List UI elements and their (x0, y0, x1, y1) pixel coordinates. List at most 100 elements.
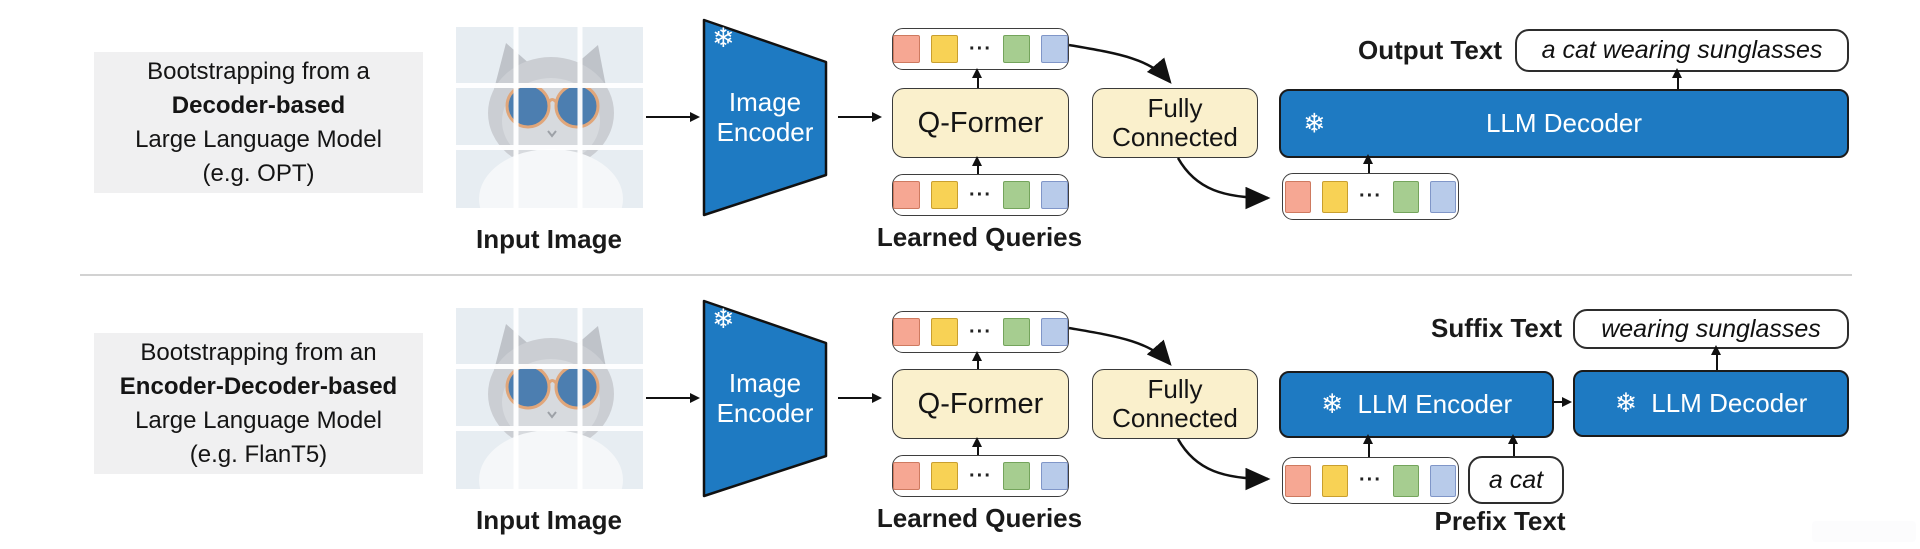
image-encoder-trapezoid (702, 18, 828, 217)
llm-decoder-label: LLM Decoder (1485, 108, 1643, 138)
qformer-label: Q-Former (917, 387, 1044, 420)
ellipsis: ··· (1359, 185, 1382, 207)
arrow-llm-encoder-to-decoder (1552, 396, 1572, 407)
qformer-label: Q-Former (917, 106, 1044, 139)
arrow-decoder-to-output (1672, 68, 1683, 89)
arrow-qformer-to-output-queries (972, 68, 983, 88)
query-token-yellow (931, 462, 958, 490)
caption-line: Bootstrapping from a (147, 57, 370, 85)
query-token-green (1392, 464, 1419, 497)
caption-encoder-decoder-based: Bootstrapping from an Encoder-Decoder-ba… (94, 333, 423, 474)
query-token-yellow (1322, 464, 1348, 497)
arrow-queries-to-qformer (972, 156, 983, 174)
caption-line: (e.g. FlanT5) (189, 440, 328, 468)
arrow-queries-to-decoder (1363, 154, 1374, 173)
suffix-text-value: wearing sunglasses (1601, 314, 1821, 343)
fully-connected-box: Fully Connected (1092, 88, 1258, 158)
ellipsis: ··· (1359, 469, 1382, 491)
query-token-blue (1040, 318, 1068, 346)
arrow-image-to-encoder (646, 392, 700, 403)
query-token-salmon (893, 35, 920, 63)
arrow-encoder-to-qformer (838, 111, 882, 122)
ellipsis: ··· (969, 37, 992, 60)
arrow-queries-to-qformer (972, 437, 983, 455)
caption-line: Large Language Model (135, 125, 382, 153)
snowflake-icon: ❄ (1614, 388, 1638, 418)
output-text-label: Output Text (1358, 35, 1502, 65)
query-token-blue (1040, 35, 1068, 63)
arrow-image-to-encoder (646, 111, 700, 122)
cat-photo (456, 27, 643, 249)
learned-queries-label: Learned Queries (876, 503, 1083, 533)
arrow-queries-to-llm-encoder (1363, 434, 1374, 457)
query-token-salmon (893, 318, 920, 346)
arrow-decoder-to-suffix (1711, 345, 1722, 370)
learned-queries-label: Learned Queries (876, 222, 1083, 252)
caption-line: (e.g. OPT) (202, 159, 315, 187)
input-image-label: Input Image (476, 224, 622, 254)
query-token-yellow (931, 318, 958, 346)
projected-query-tokens: ··· (1282, 173, 1459, 220)
snowflake-icon: ❄ (712, 304, 735, 334)
ellipsis: ··· (969, 183, 992, 206)
query-token-green (1002, 35, 1030, 63)
caption-line-bold: Decoder-based (171, 91, 346, 119)
image-encoder-line2: Encoder (716, 117, 814, 147)
query-token-green (1002, 462, 1030, 490)
ellipsis: ··· (969, 464, 992, 487)
query-tokens-output: ··· (892, 311, 1069, 353)
query-token-yellow (931, 35, 958, 63)
suffix-text-box: wearing sunglasses (1573, 309, 1849, 349)
qformer-box: Q-Former (892, 88, 1069, 158)
snowflake-icon: ❄ (712, 23, 735, 53)
llm-decoder-label: LLM Decoder (1651, 388, 1808, 418)
fully-connected-box: Fully Connected (1092, 369, 1258, 439)
fully-connected-line2: Connected (1112, 122, 1238, 152)
output-text-value: a cat wearing sunglasses (1541, 36, 1823, 64)
row-divider (80, 274, 1852, 276)
faint-artifact-rectangle (1812, 521, 1916, 542)
query-token-green (1002, 181, 1030, 209)
arrow-encoder-to-qformer (838, 392, 882, 403)
caption-line: Large Language Model (135, 406, 382, 434)
llm-decoder-box: ❄ LLM Decoder (1573, 370, 1849, 437)
image-encoder-label: Image Encoder (704, 87, 826, 147)
prefix-text-value: a cat (1488, 465, 1544, 494)
query-token-salmon (1285, 464, 1311, 497)
query-token-salmon (1285, 180, 1311, 213)
image-encoder-label: Image Encoder (704, 368, 826, 428)
query-token-blue (1429, 464, 1456, 497)
input-image-cat (456, 308, 643, 530)
query-token-yellow (1322, 180, 1348, 213)
query-tokens-output: ··· (892, 28, 1069, 70)
ellipsis: ··· (969, 320, 992, 343)
input-image-cat (456, 27, 643, 249)
query-token-yellow (931, 181, 958, 209)
fully-connected-line1: Fully (1147, 374, 1203, 404)
input-image-label: Input Image (476, 505, 622, 535)
image-encoder-trapezoid (702, 299, 828, 498)
snowflake-icon: ❄ (1303, 108, 1326, 138)
image-encoder-line1: Image (728, 87, 802, 117)
fully-connected-line1: Fully (1147, 93, 1203, 123)
query-token-blue (1429, 180, 1456, 213)
fully-connected-line2: Connected (1112, 403, 1238, 433)
learned-queries-tokens: ··· (892, 174, 1069, 216)
prefix-text-label: Prefix Text (1434, 506, 1566, 536)
prefix-text-box: a cat (1468, 456, 1564, 504)
qformer-box: Q-Former (892, 369, 1069, 439)
caption-line: Bootstrapping from an (140, 338, 377, 366)
image-encoder-line2: Encoder (716, 398, 814, 428)
query-token-green (1002, 318, 1030, 346)
snowflake-icon: ❄ (1320, 389, 1344, 419)
query-token-blue (1040, 462, 1068, 490)
cat-photo (456, 308, 643, 530)
query-token-green (1392, 180, 1419, 213)
arrow-prefix-to-llm-encoder (1508, 434, 1519, 456)
caption-decoder-based: Bootstrapping from a Decoder-based Large… (94, 52, 423, 193)
query-token-salmon (893, 181, 920, 209)
suffix-text-label: Suffix Text (1431, 313, 1562, 343)
llm-decoder-box: ❄ LLM Decoder (1279, 89, 1849, 158)
projected-query-tokens: ··· (1282, 457, 1459, 504)
